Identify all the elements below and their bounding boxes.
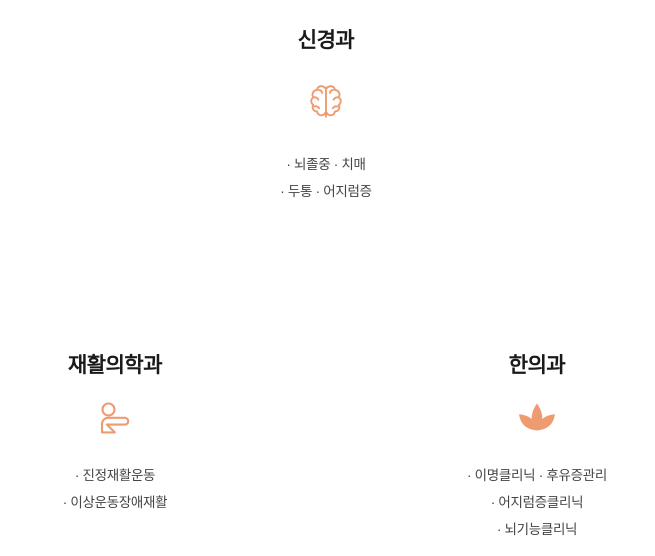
list-item: · 진정재활운동 bbox=[74, 468, 156, 484]
department-service-list: · 진정재활운동 · 이상운동장애재활 bbox=[0, 462, 265, 516]
department-title: 재활의학과 bbox=[67, 354, 163, 377]
list-item: · 어지럼증클리닉 bbox=[490, 495, 584, 511]
department-service-list: · 뇌졸중 · 치매 · 두통 · 어지럼증 bbox=[176, 151, 476, 205]
seated-person-therapy-icon bbox=[0, 400, 265, 442]
department-card-neurology[interactable]: 신경과 · 뇌졸중 · 치매 · 두통 · 어지럼증 bbox=[176, 28, 476, 205]
department-service-list: · 이명클리닉 · 후유증관리 · 어지럼증클리닉 · 뇌기능클리닉 bbox=[387, 462, 655, 543]
department-card-rehabilitation[interactable]: 재활의학과 · 진정재활운동 · 이상운동장애재활 bbox=[0, 353, 265, 516]
lotus-leaf-icon bbox=[387, 400, 655, 442]
list-item: · 이명클리닉 · 후유증관리 bbox=[467, 468, 607, 484]
list-item: · 뇌기능클리닉 bbox=[496, 522, 578, 538]
department-title: 한의과 bbox=[508, 354, 566, 377]
brain-icon bbox=[176, 79, 476, 125]
department-card-oriental-medicine[interactable]: 한의과 · 이명클리닉 · 후유증관리 · 어지럼증클리닉 · 뇌기능클리닉 bbox=[387, 353, 655, 543]
department-title: 신경과 bbox=[297, 29, 355, 52]
list-item: · 두통 · 어지럼증 bbox=[280, 184, 372, 200]
list-item: · 이상운동장애재활 bbox=[62, 495, 168, 511]
list-item: · 뇌졸중 · 치매 bbox=[286, 157, 366, 173]
